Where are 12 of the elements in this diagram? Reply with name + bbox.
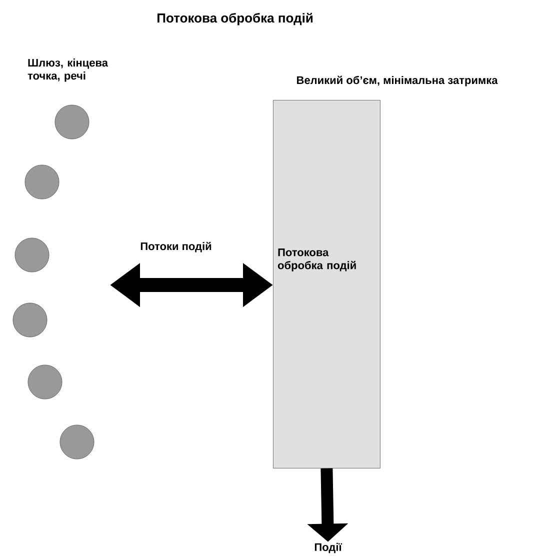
output-label: Події	[314, 542, 342, 554]
group-label: Шлюз, кінцева точка, речі	[28, 58, 108, 82]
device-circle	[14, 238, 50, 272]
device-circle	[28, 364, 62, 400]
processing-box: Потокова обробка подій	[273, 100, 380, 468]
box-heading: Великий об’єм, мінімальна затримка	[297, 76, 498, 86]
device-circle	[24, 164, 60, 200]
title: Потокова обробка подій	[158, 12, 312, 26]
device-circle	[12, 302, 48, 338]
device-circle	[60, 424, 94, 460]
edge-label: Потоки подій	[140, 242, 212, 252]
device-circle	[54, 104, 90, 140]
